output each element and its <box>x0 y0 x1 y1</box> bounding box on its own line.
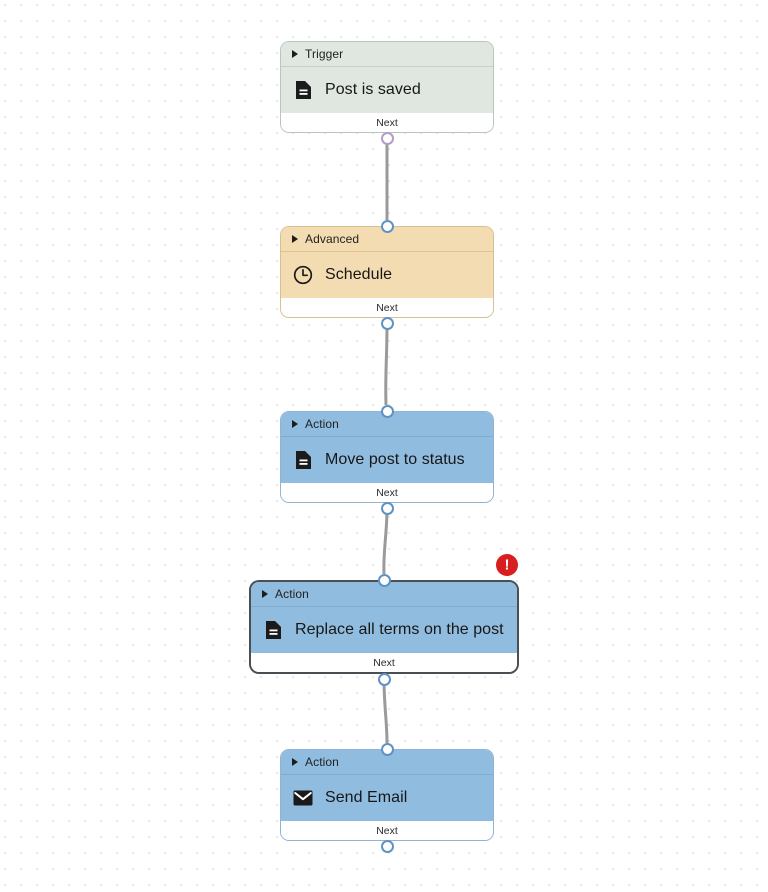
node-header-label: Trigger <box>305 47 344 61</box>
output-port-trigger-post-is-saved[interactable] <box>380 132 394 145</box>
node-header[interactable]: Action <box>251 582 517 607</box>
chevron-right-icon[interactable] <box>262 590 268 598</box>
node-body[interactable]: Replace all terms on the post <box>251 607 517 653</box>
node-title: Post is saved <box>325 81 421 98</box>
connector-replace-to-send <box>382 678 389 744</box>
input-port-action-replace-all-terms[interactable] <box>377 573 391 587</box>
workflow-node-action-move-post-to-status[interactable]: Action Move post to status Next <box>280 411 494 503</box>
node-header[interactable]: Action <box>281 750 493 775</box>
node-title: Move post to status <box>325 451 465 468</box>
node-footer-next[interactable]: Next <box>281 821 493 840</box>
workflow-node-trigger-post-is-saved[interactable]: Trigger Post is saved Next <box>280 41 494 133</box>
input-port-action-send-email[interactable] <box>380 742 394 756</box>
node-title: Schedule <box>325 266 393 283</box>
node-header-label: Action <box>275 587 309 601</box>
document-icon <box>263 620 283 640</box>
workflow-node-advanced-schedule[interactable]: Advanced Schedule Next <box>280 226 494 318</box>
output-port-advanced-schedule[interactable] <box>380 317 394 330</box>
exclamation-icon: ! <box>504 556 510 573</box>
node-footer-next[interactable]: Next <box>281 298 493 317</box>
workflow-node-action-send-email[interactable]: Action Send Email Next <box>280 749 494 841</box>
node-body[interactable]: Schedule <box>281 252 493 298</box>
node-header[interactable]: Trigger <box>281 42 493 67</box>
node-body[interactable]: Send Email <box>281 775 493 821</box>
output-port-action-send-email[interactable] <box>380 840 394 853</box>
node-header-label: Action <box>305 417 339 431</box>
node-footer-next[interactable]: Next <box>281 113 493 132</box>
node-footer-next[interactable]: Next <box>251 653 517 672</box>
envelope-icon <box>293 788 313 808</box>
chevron-right-icon[interactable] <box>292 420 298 428</box>
input-port-advanced-schedule[interactable] <box>380 219 394 233</box>
node-footer-next[interactable]: Next <box>281 483 493 502</box>
input-port-action-move-post-to-status[interactable] <box>380 404 394 418</box>
chevron-right-icon[interactable] <box>292 50 298 58</box>
document-icon <box>293 450 313 470</box>
node-body[interactable]: Post is saved <box>281 67 493 113</box>
error-badge-action-replace-all-terms[interactable]: ! <box>496 554 518 576</box>
connector-advanced-to-move <box>384 322 389 406</box>
chevron-right-icon[interactable] <box>292 758 298 766</box>
output-port-action-replace-all-terms[interactable] <box>377 672 391 686</box>
output-port-action-move-post-to-status[interactable] <box>380 502 394 515</box>
node-body[interactable]: Move post to status <box>281 437 493 483</box>
connector-move-to-replace <box>382 507 389 575</box>
node-header-label: Action <box>305 755 339 769</box>
node-header-label: Advanced <box>305 232 360 246</box>
chevron-right-icon[interactable] <box>292 235 298 243</box>
document-icon <box>293 80 313 100</box>
workflow-node-action-replace-all-terms[interactable]: Action Replace all terms on the post Nex… <box>249 580 519 674</box>
node-title: Replace all terms on the post <box>295 621 504 638</box>
clock-icon <box>293 265 313 285</box>
node-title: Send Email <box>325 789 408 806</box>
